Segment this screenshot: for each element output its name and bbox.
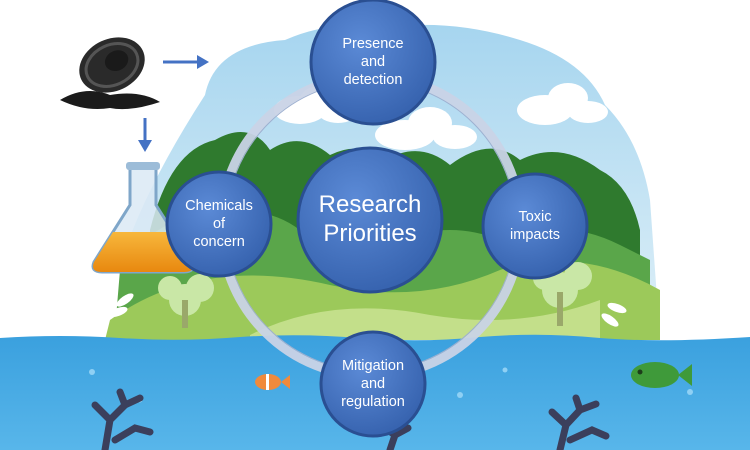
node-chemicals	[165, 170, 273, 278]
cloud-icon	[375, 107, 477, 150]
fish-icon	[631, 362, 692, 388]
arrow-down-icon	[138, 118, 152, 152]
node-toxic	[481, 172, 589, 280]
meadow-light	[250, 300, 600, 340]
flask-icon	[91, 162, 195, 274]
node-mitigation	[319, 330, 427, 438]
tree-icon	[158, 274, 214, 328]
node-presence	[309, 0, 437, 126]
leaf-icon	[108, 293, 627, 327]
node-center	[296, 146, 444, 294]
arrow-right-icon	[163, 55, 209, 69]
cloud-icon	[517, 83, 608, 125]
clownfish-icon	[255, 374, 290, 390]
coral-icon	[91, 388, 610, 450]
tire-icon	[60, 37, 160, 110]
